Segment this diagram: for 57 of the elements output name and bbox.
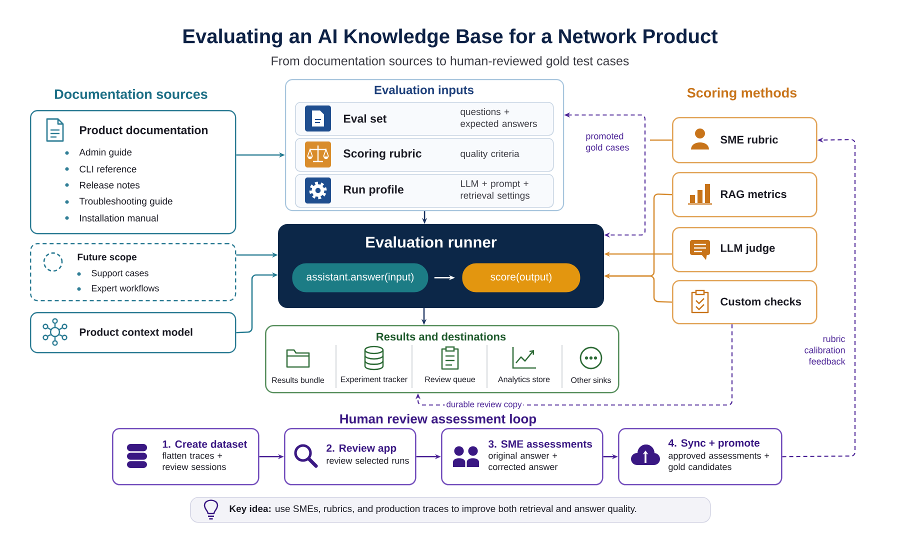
- panel-heading: Evaluation runner: [366, 236, 497, 248]
- step-heading: 4. Sync + promote: [668, 439, 760, 449]
- step-box: [112, 428, 260, 486]
- input-row: [295, 174, 554, 208]
- destination-label: Other sinks: [571, 377, 611, 383]
- step-heading: 3. SME assessments: [488, 440, 592, 448]
- step-box: [284, 428, 416, 486]
- row-description: quality criteria: [460, 150, 520, 159]
- step-heading: 1. Create dataset: [162, 440, 248, 448]
- function-pill: score(output): [462, 263, 580, 292]
- function-pill: assistant.answer(input): [292, 263, 428, 292]
- step-description: approved assessments + gold candidates: [668, 452, 770, 472]
- destination-label: Results bundle: [272, 377, 324, 383]
- source-box: Product context model: [30, 312, 236, 354]
- step-box: [618, 428, 782, 486]
- edge-label: rubric calibration feedback: [794, 334, 847, 366]
- connector-line: [650, 140, 672, 141]
- destination-label: Analytics store: [498, 376, 550, 384]
- destination-label: Review queue: [425, 376, 475, 384]
- document-box: [30, 110, 236, 234]
- row-title: Scoring rubric: [344, 149, 422, 160]
- note-box: Key idea: use SMEs, rubrics, and production traces to improve both retrieval and answer quality.: [190, 497, 711, 523]
- method-box: LLM judge: [672, 227, 818, 272]
- dashed-box: [30, 243, 236, 302]
- box-heading: Product documentation: [80, 126, 208, 134]
- list-item: Expert workflows: [92, 284, 159, 294]
- method-box: SME rubric: [672, 117, 818, 164]
- section-heading: Human review assessment loop: [340, 414, 536, 426]
- list-item: Installation manual: [80, 214, 158, 222]
- edge-label: durable review copy: [444, 400, 524, 410]
- list-item: Support cases: [92, 270, 148, 278]
- row-description: LLM + prompt + retrieval settings: [460, 180, 530, 201]
- destination-label: Experiment tracker: [341, 376, 408, 384]
- list-item: Troubleshooting guide: [79, 198, 172, 206]
- box-heading: Future scope: [78, 254, 137, 262]
- step-box: [441, 428, 604, 486]
- list-item: Release notes: [80, 182, 140, 188]
- list-item: CLI reference: [80, 166, 136, 172]
- panel-heading: Results and destinations: [376, 332, 506, 341]
- row-description: questions + expected answers: [460, 108, 537, 129]
- title: Evaluating an AI Knowledge Base for a Network Product: [184, 28, 718, 48]
- row-title: Run profile: [344, 185, 404, 196]
- step-heading: 2. Review app: [326, 444, 396, 454]
- step-description: review selected runs: [326, 457, 409, 464]
- panel-heading: Evaluation inputs: [374, 85, 474, 97]
- step-description: flatten traces + review sessions: [162, 452, 226, 470]
- list-item: Admin guide: [79, 148, 132, 158]
- section-heading: Scoring methods: [687, 88, 797, 100]
- input-row: [295, 102, 554, 136]
- input-row: [295, 138, 554, 172]
- method-box: Custom checks: [672, 280, 818, 324]
- step-description: original answer + corrected answer: [488, 452, 558, 470]
- edge-label: promoted gold cases: [584, 131, 636, 154]
- results-panel: [265, 325, 620, 394]
- subtitle: From documentation sources to human-reviewed gold test cases: [272, 56, 629, 68]
- row-title: Eval set: [344, 114, 387, 123]
- method-box: RAG metrics: [672, 172, 818, 218]
